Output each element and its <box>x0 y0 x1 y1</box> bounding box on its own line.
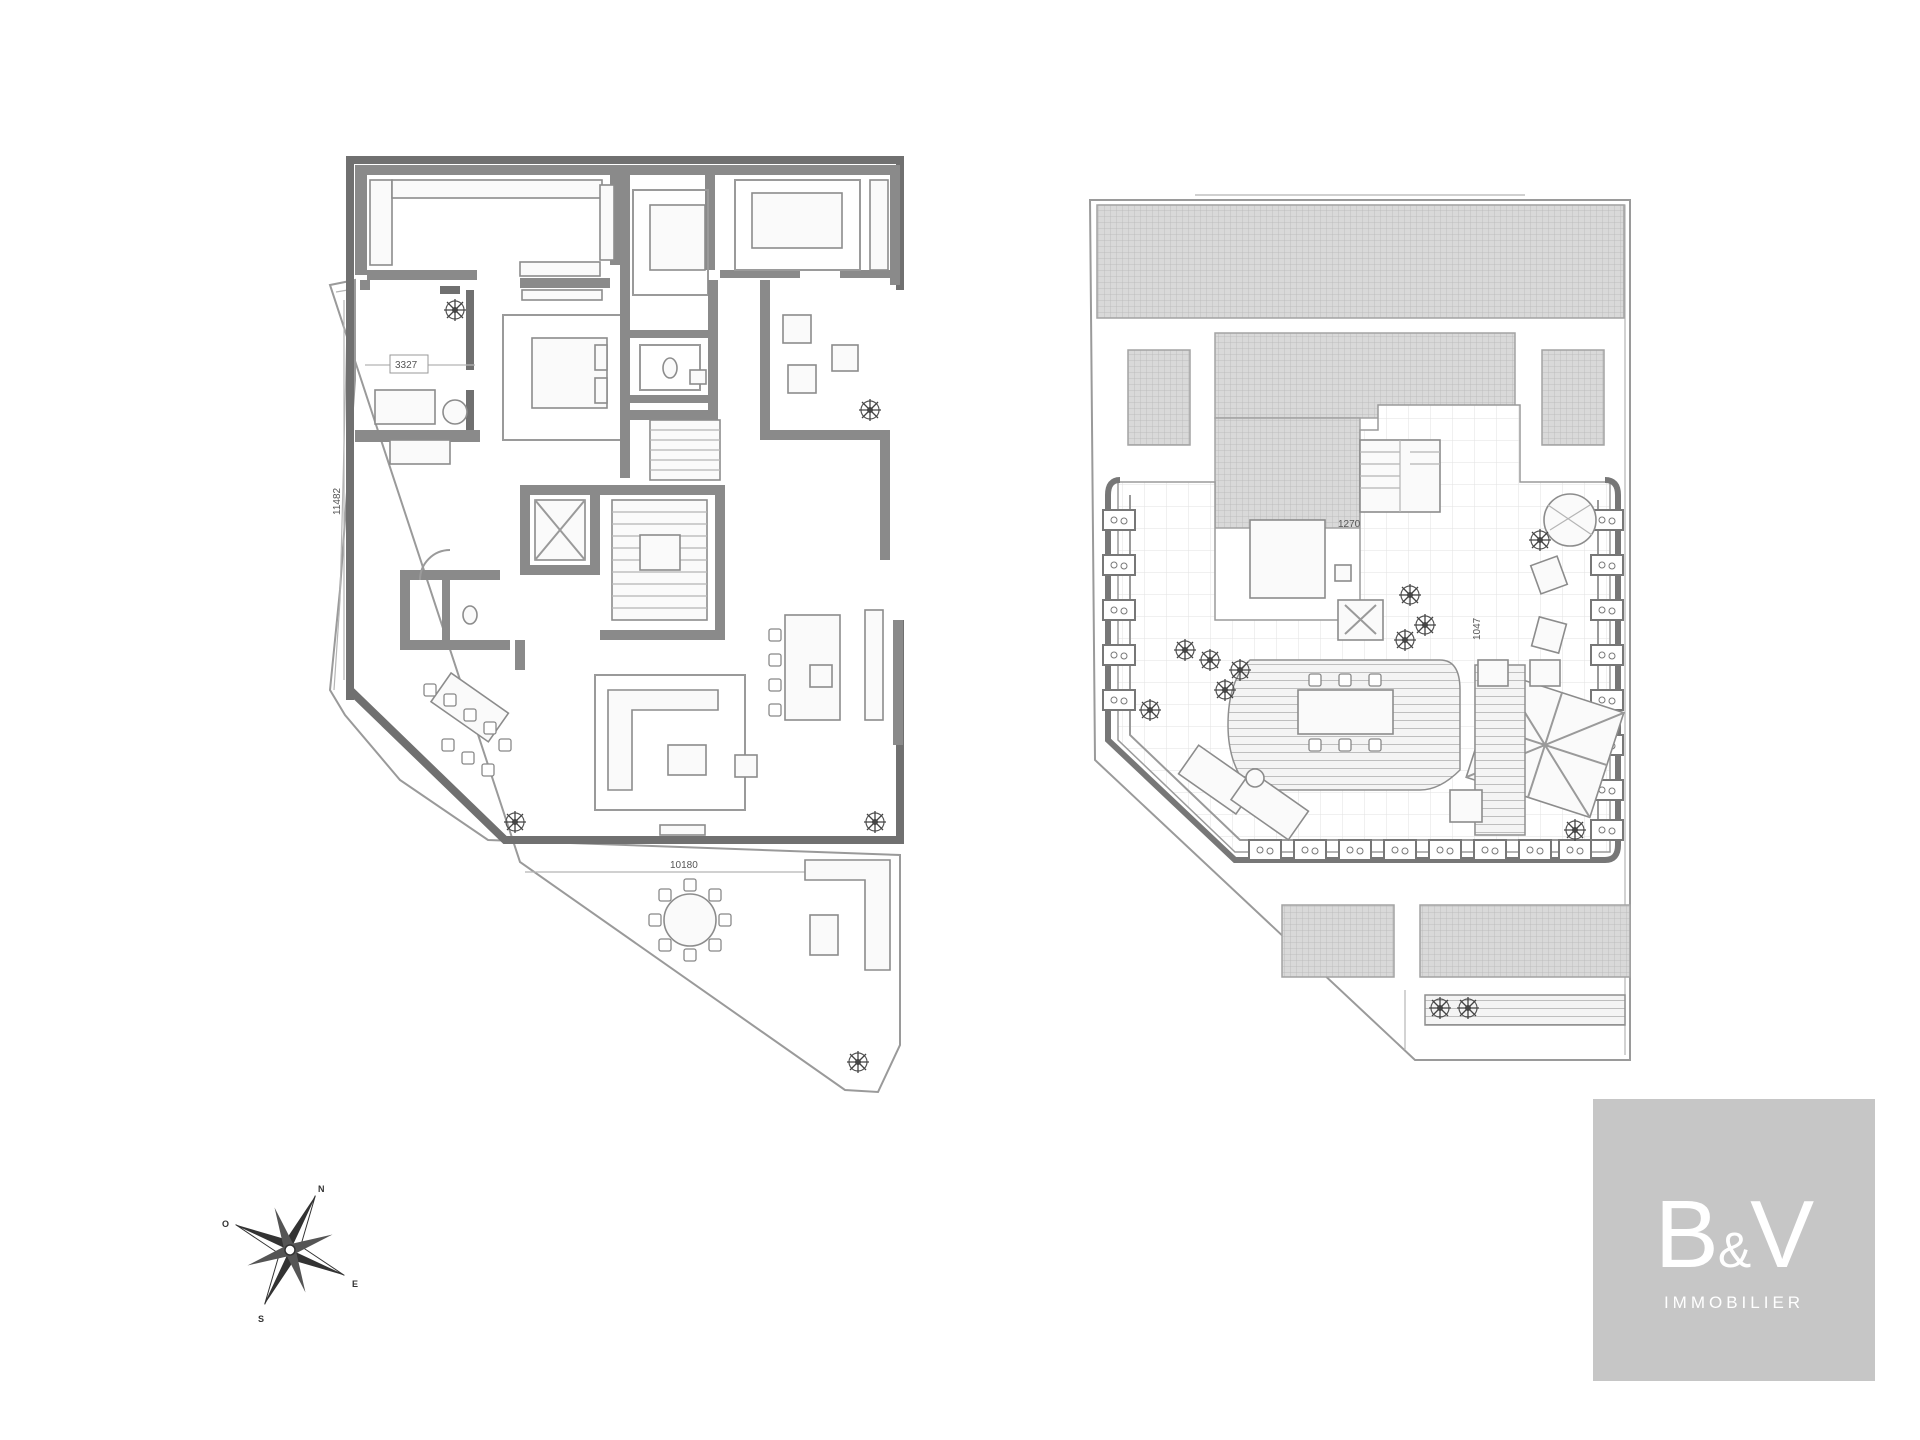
terrace-sofa-icon <box>804 859 891 971</box>
compass-rose-icon <box>235 1195 345 1305</box>
dining-table-icon <box>423 671 512 777</box>
dimension-10180: 10180 <box>670 860 698 871</box>
living-sofa-icon <box>607 689 719 791</box>
logo-subtitle: IMMOBILIER <box>1663 1293 1805 1312</box>
staircase-icon <box>611 499 708 621</box>
dimension-3327: 3327 <box>395 360 418 371</box>
roof-staircase-icon <box>1359 439 1441 513</box>
round-table-icon <box>648 878 732 962</box>
logo-mark-amp: & <box>1717 1222 1751 1278</box>
armchair-icon <box>782 314 812 344</box>
dimension-1270: 1270 <box>1338 519 1361 530</box>
roof-terrace-plan: 1270 1047 <box>1088 194 1631 1061</box>
upper-staircase-icon <box>649 419 721 481</box>
sofa-icon <box>374 389 436 425</box>
ground-floor-plan: 3327 11482 <box>328 156 904 1094</box>
exterior-walls <box>346 156 904 844</box>
compass-o: O <box>222 1219 229 1229</box>
compass-s: S <box>258 1314 264 1324</box>
roof-hatch-top <box>1096 204 1625 319</box>
roof-dining-table-icon <box>1297 689 1394 735</box>
dimension-11482: 11482 <box>332 487 343 515</box>
dimension-1047: 1047 <box>1472 617 1483 640</box>
bottom-deck <box>1424 994 1626 1026</box>
compass-e: E <box>352 1279 358 1289</box>
bed-icon-3 <box>751 192 843 249</box>
roof-outline <box>1088 199 1631 1061</box>
bed-icon-2 <box>649 204 706 271</box>
logo-mark: B&V <box>1593 1187 1875 1298</box>
logo-mark-right: V <box>1750 1181 1814 1288</box>
brand-logo: B&V IMMOBILIER <box>1593 1099 1875 1381</box>
compass-n: N <box>318 1184 325 1194</box>
logo-mark-left: B <box>1654 1181 1719 1288</box>
